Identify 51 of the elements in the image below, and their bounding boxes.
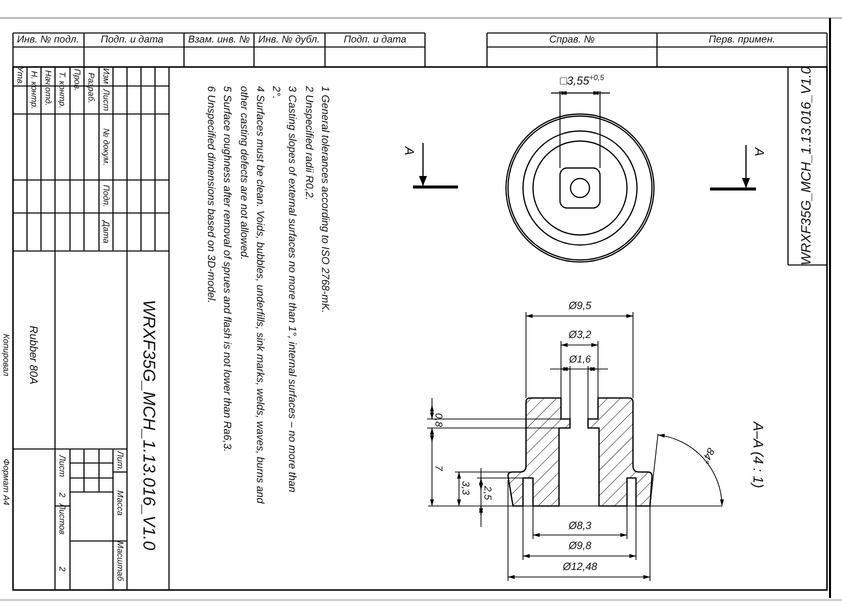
stamp-text: Перв. примен. bbox=[708, 34, 776, 46]
stamp-text: Подп. и дата bbox=[344, 34, 406, 46]
stamp-text: Подп. bbox=[101, 184, 111, 208]
dimension-value: 3,3 bbox=[460, 481, 470, 495]
technical-note: 6 Unspecified dimensions based on 3D-model. bbox=[204, 86, 218, 306]
stamp-text: Масса bbox=[115, 490, 125, 516]
stamp-text: Масштаб bbox=[115, 541, 125, 581]
technical-note: 2 Unspecified radii R0,2. bbox=[302, 86, 316, 202]
angle-value: 84° bbox=[698, 445, 716, 465]
section-title: A–A (4 : 1) bbox=[750, 422, 766, 488]
stamp-text: Утв. bbox=[15, 66, 25, 86]
dimension-value: Ø12,48 bbox=[562, 562, 598, 574]
section-letter: A bbox=[752, 148, 766, 156]
technical-note: 1 General tolerances according to ISO 2768-mK. bbox=[318, 86, 332, 316]
stamp-text: Дата bbox=[101, 220, 111, 244]
stamp-text: WRXF35G_MCH_1.13.016_V1.0 bbox=[138, 300, 158, 550]
stamp-text: Инв. № дубл. bbox=[258, 34, 320, 46]
stamp-text: Взам. инв. № bbox=[188, 34, 250, 46]
dimension-value: 7 bbox=[432, 465, 444, 471]
dimension-value: 2,5 bbox=[482, 486, 492, 500]
stamp-text: Формат A4 bbox=[1, 458, 11, 506]
stamp-text: 2 bbox=[57, 492, 67, 498]
stamp-text: Лист bbox=[57, 455, 67, 477]
stamp-text: Лит. bbox=[115, 451, 125, 471]
stamp-text: Т. контр. bbox=[57, 72, 67, 108]
stamp-text: Н. контр. bbox=[29, 70, 39, 110]
stamp-text: Подп. и дата bbox=[100, 34, 164, 46]
technical-note: 5 Surface roughness after removal of sprues and flash is not lower than Ra6,3. bbox=[220, 86, 234, 454]
technical-note: 4 Surfaces must be clean. Voids, bubbles, underfills, sink marks, welds, waves, burns and other casting defects are not allowed. bbox=[236, 86, 267, 506]
stamp-text: № докум. bbox=[101, 128, 111, 166]
technical-note: 3 Casting slopes of external surfaces no more than 1°, internal surfaces – no more than 2°. bbox=[269, 86, 300, 494]
stamp-text: 2 bbox=[57, 566, 67, 572]
dimension-value: Ø3,2 bbox=[568, 330, 592, 342]
dimension-value: Ø1,6 bbox=[569, 354, 591, 366]
stamp-text: Изм bbox=[101, 68, 111, 84]
dimension-value: □3,55$^{+0,5}$ bbox=[560, 74, 604, 88]
drawing-number: WRXF35G_MCH_1.13.016_V1.0 bbox=[800, 66, 814, 266]
dimension-value: Ø8,3 bbox=[568, 521, 592, 533]
dimension-value: 0,8 bbox=[432, 413, 444, 427]
stamp-text: Копировал bbox=[1, 334, 11, 376]
stamp-text: Пров. bbox=[72, 68, 82, 92]
section-letter: A bbox=[402, 146, 416, 156]
stamp-text: Разраб. bbox=[86, 72, 96, 104]
stamp-text: Справ. № bbox=[549, 34, 595, 46]
stamp-text: Лист bbox=[101, 89, 111, 111]
stamp-text: Rubber 80A bbox=[26, 326, 40, 384]
stamp-text: Нач.отд. bbox=[43, 70, 53, 106]
dimension-value: Ø9,8 bbox=[568, 541, 592, 553]
stamp-text: Листов bbox=[57, 504, 67, 534]
dimension-value: Ø9,5 bbox=[568, 301, 592, 313]
stamp-text: Инв. № подл. bbox=[16, 34, 80, 46]
